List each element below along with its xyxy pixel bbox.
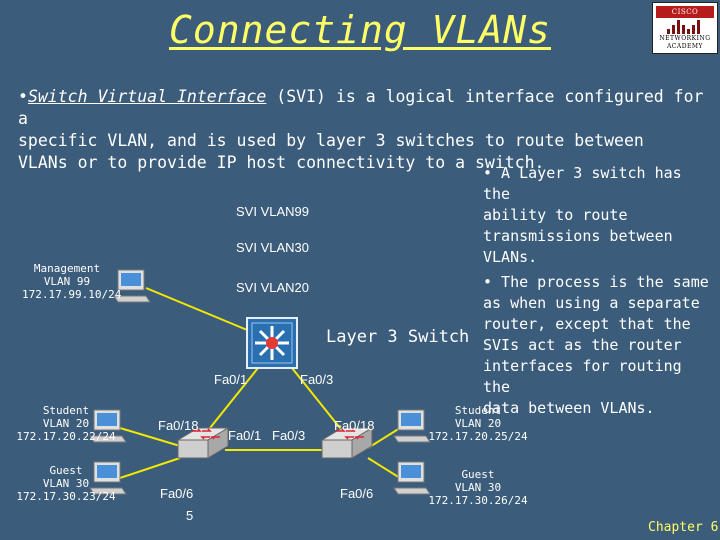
host-guest-right-label: Guest VLAN 30 172.17.30.26/24 [428,468,528,507]
link-l3-to-s2 [291,367,349,439]
port-s1-fa06-label: Fa0/6 [160,486,194,501]
link-mgmt-to-l3 [145,287,253,333]
pc-student-right-icon [393,409,431,443]
svi-term: Switch Virtual Interface [27,87,267,106]
host-management-label: Management VLAN 99 172.17.99.10/24 [22,262,122,301]
port-s2-fa03-trunk-label: Fa0/3 [272,428,306,443]
port-s1-fa01-trunk-label: Fa0/1 [228,428,262,443]
intro-line-2: specific VLAN, and is used by layer 3 sw… [18,131,644,150]
host-student-left-label: Student VLAN 20 172.17.20.22/24 [16,404,116,443]
port-s2-fa06-label: Fa0/6 [340,486,374,501]
page-number: 5 [186,508,194,523]
layer3-switch-label: Layer 3 Switch [326,327,470,347]
svi-vlan20-label: SVI VLAN20 [236,280,309,295]
host-guest-left-label: Guest VLAN 30 172.17.30.23/24 [16,464,116,503]
svi-vlan30-label: SVI VLAN30 [236,240,309,255]
access-switch-2-icon [320,427,374,459]
layer3-switch-icon [246,317,298,369]
topology-links [119,287,401,479]
cisco-bars-icon [667,20,703,34]
logo-top-text: CISCO SYSTEMS [656,6,714,28]
chapter-label: Chapter 6 [648,520,719,535]
port-s2-fa018-label: Fa0/18 [334,418,375,433]
port-l3-fa03-label: Fa0/3 [300,372,334,387]
pc-guest-right-icon [393,461,431,495]
note-process-same: • The process is the same as when using … [483,273,709,417]
link-s2-to-guest-right [367,457,401,479]
host-student-right-label: Student VLAN 20 172.17.20.25/24 [428,404,528,443]
pc-guest-left-icon [89,461,127,495]
note-layer3-routing: • A Layer 3 switch has the ability to ro… [483,164,682,266]
intro-paragraph: •Switch Virtual Interface (SVI) is a log… [18,86,708,174]
link-s2-to-student-right [367,427,401,449]
access-switch-1-icon [176,427,230,459]
link-s1-to-student-left [119,427,181,447]
port-s1-fa018-label: Fa0/18 [158,418,199,433]
cisco-networking-academy-logo: CISCO SYSTEMS NETWORKING ACADEMY [652,2,718,54]
link-l3-to-s1 [201,367,259,439]
link-s1-to-guest-left [119,457,181,479]
intro-line-3: VLANs or to provide IP host connectivity… [18,153,545,172]
port-l3-fa01-label: Fa0/1 [214,372,248,387]
pc-management-icon [113,269,151,303]
intro-line-1: •Switch Virtual Interface (SVI) is a log… [18,87,704,128]
pc-student-left-icon [89,409,127,443]
slide-title: Connecting VLANs [168,8,552,52]
svi-vlan99-label: SVI VLAN99 [236,204,309,219]
logo-bottom-text: NETWORKING ACADEMY [659,35,711,50]
